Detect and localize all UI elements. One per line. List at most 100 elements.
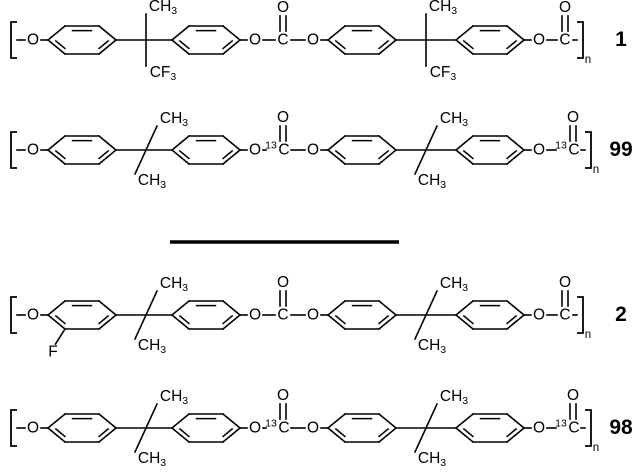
carbonyl-oxygen-label: O [277, 0, 289, 16]
ester-oxygen-label: O [533, 32, 545, 49]
ring-bond [326, 134, 347, 152]
ring-bond [377, 134, 398, 152]
ring-double-bond [54, 314, 66, 325]
carbonyl-oxygen-label: O [277, 274, 289, 291]
benzene-ring [454, 299, 526, 331]
ring-bond [377, 38, 398, 56]
ester-oxygen-label: O [307, 420, 319, 437]
bridge-bond-up [424, 124, 439, 152]
ring-bond [170, 299, 191, 317]
ring-double-bond [54, 149, 66, 160]
ring-double-bond [222, 149, 234, 160]
ester-oxygen-label: O [249, 307, 261, 324]
ring-bond [326, 24, 347, 42]
bridge-bond-down [413, 148, 428, 176]
bridge-bond-up [144, 124, 159, 152]
ring-bond [505, 313, 526, 331]
ring-bond [505, 426, 526, 444]
ring-double-bond [334, 427, 346, 438]
ring-bond [97, 24, 118, 42]
close-bracket [585, 131, 592, 169]
benzene-ring [454, 412, 526, 444]
trifluoromethyl-group-label: CF3 [150, 64, 177, 83]
benzene-ring [454, 24, 526, 56]
methyl-group-label: CH3 [418, 337, 446, 356]
benzene-ring [326, 412, 398, 444]
open-bracket [10, 409, 17, 447]
ring-bond [97, 38, 118, 56]
row-2-number: 99 [609, 138, 632, 161]
ring-bond [97, 299, 118, 317]
ring-bond [221, 313, 242, 331]
ester-oxygen-label: O [533, 307, 545, 324]
methyl-group-label: CH3 [418, 450, 446, 469]
ring-bond [326, 426, 347, 444]
ring-bond [505, 24, 526, 42]
ether-oxygen-label: O [27, 307, 39, 324]
open-bracket-path [10, 296, 17, 334]
close-bracket-path [585, 409, 592, 447]
row-1-number: 1 [615, 28, 627, 51]
ring-double-bond [178, 427, 190, 438]
ring-bond [505, 134, 526, 152]
close-bracket-path [577, 21, 584, 59]
open-bracket-path [10, 409, 17, 447]
ring-double-bond [378, 427, 390, 438]
ring-bond [505, 412, 526, 430]
ring-double-bond [462, 149, 474, 160]
close-bracket-path [585, 131, 592, 169]
repeat-unit-subscript: n [585, 54, 591, 66]
ring-double-bond [54, 427, 66, 438]
bridge-bond-down [133, 148, 148, 176]
bridge-bond-down [413, 313, 428, 341]
ring-bond [377, 313, 398, 331]
ring-double-bond [98, 314, 110, 325]
ring-bond [46, 313, 67, 331]
benzene-ring [326, 24, 398, 56]
carbonyl-oxygen-label: O [277, 109, 289, 126]
ether-oxygen-label: O [27, 420, 39, 437]
open-bracket [10, 296, 17, 334]
ring-double-bond [178, 39, 190, 50]
ester-oxygen-label: O [307, 142, 319, 159]
ring-double-bond [54, 39, 66, 50]
ring-bond [454, 313, 475, 331]
ring-bond [505, 38, 526, 56]
ring-double-bond [506, 427, 518, 438]
trifluoromethyl-group-label: CF3 [430, 64, 457, 83]
ring-bond [170, 24, 191, 42]
ring-double-bond [222, 427, 234, 438]
ring-bond [97, 134, 118, 152]
ether-oxygen-label: O [27, 32, 39, 49]
ring-double-bond [506, 149, 518, 160]
ester-oxygen-label: O [249, 420, 261, 437]
ring-double-bond [506, 39, 518, 50]
methyl-group-label: CH3 [138, 337, 166, 356]
ring-double-bond [222, 314, 234, 325]
bridge-bond-up [144, 402, 159, 430]
benzene-ring [46, 412, 118, 444]
ring-bond [46, 148, 67, 166]
methyl-group-label: CH3 [440, 275, 468, 294]
ring-bond [326, 148, 347, 166]
ring-bond [454, 412, 475, 430]
ring-double-bond [98, 149, 110, 160]
methyl-group-label: CH3 [160, 110, 188, 129]
ring-bond [454, 148, 475, 166]
ring-double-bond [462, 39, 474, 50]
row-4-number: 98 [609, 416, 633, 439]
ring-bond [505, 299, 526, 317]
carbonyl-oxygen-label: O [559, 274, 571, 291]
ring-bond [97, 412, 118, 430]
ring-bond [97, 148, 118, 166]
ring-bond [97, 313, 118, 331]
ring-bond [170, 38, 191, 56]
ring-double-bond [98, 39, 110, 50]
ring-bond [46, 134, 67, 152]
repeat-unit-subscript: n [593, 164, 599, 176]
